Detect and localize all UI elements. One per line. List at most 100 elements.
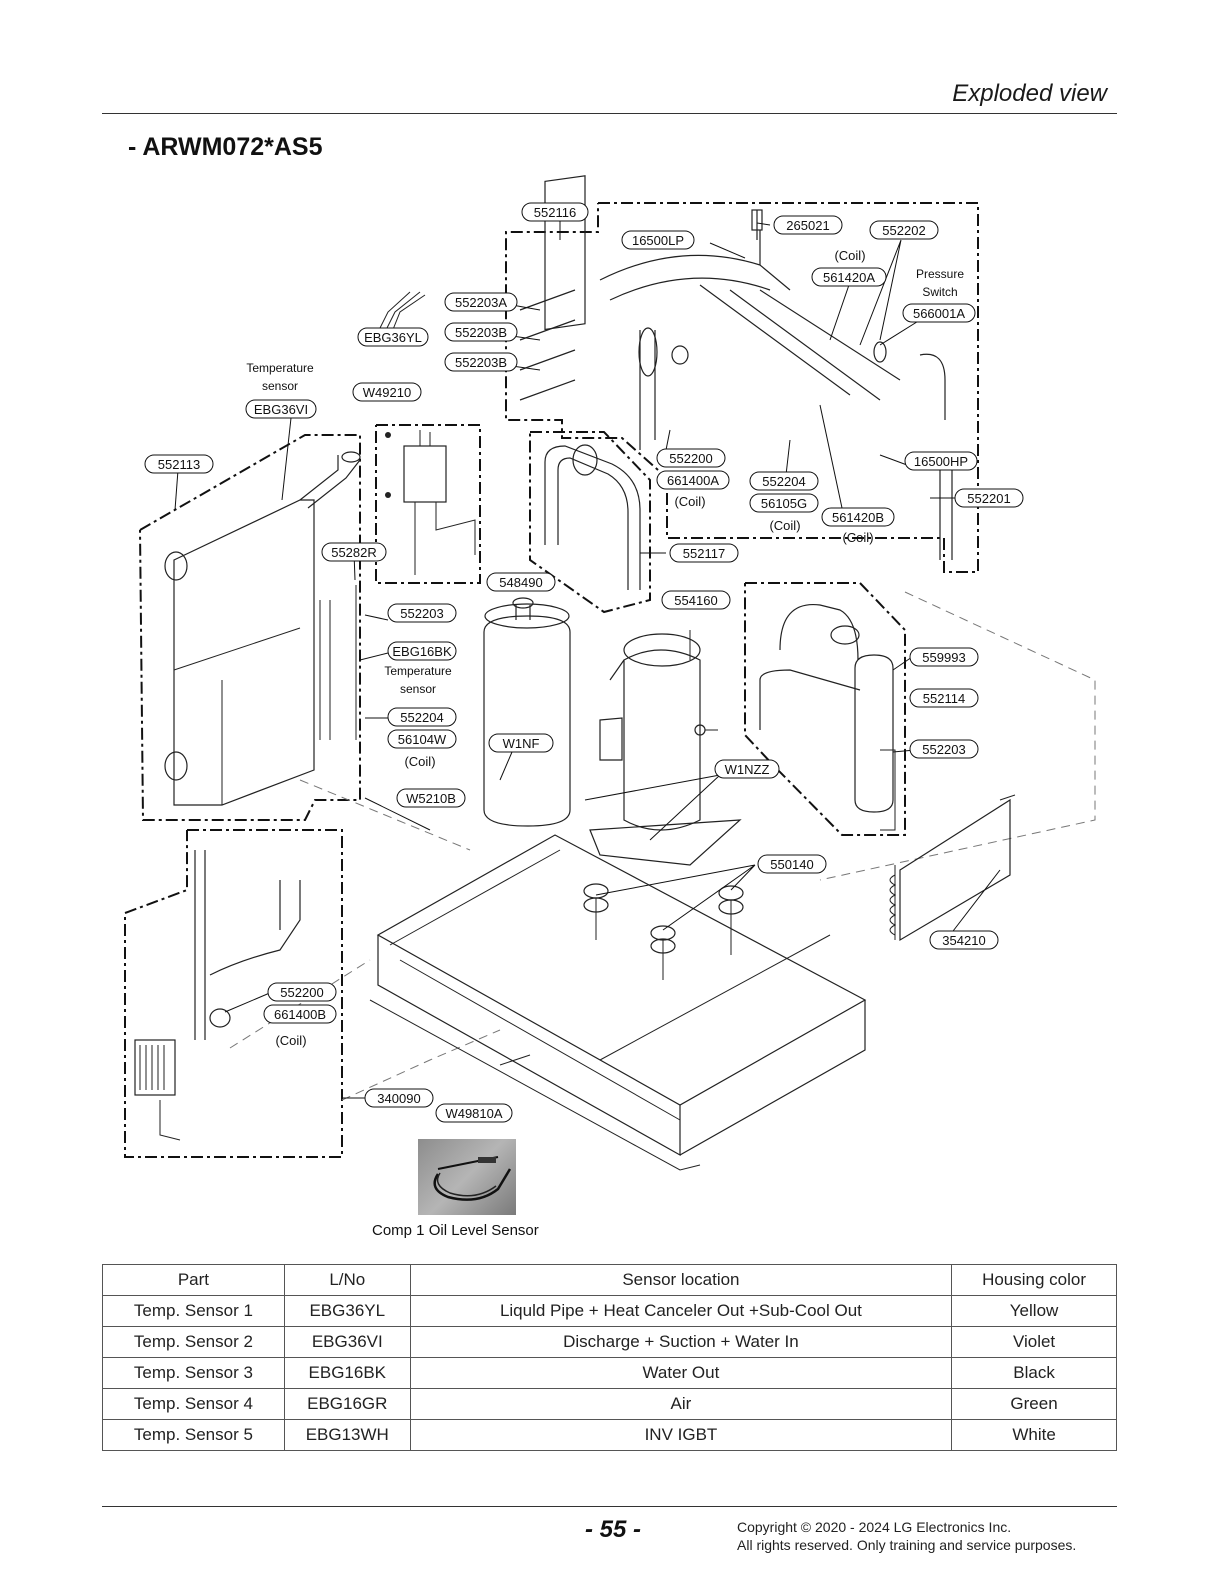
cell-location: Air xyxy=(409,1388,953,1420)
svg-text:56104W: 56104W xyxy=(398,732,447,747)
svg-text:16500HP: 16500HP xyxy=(914,454,968,469)
accumulator xyxy=(759,603,896,831)
svg-text:16500LP: 16500LP xyxy=(632,233,684,248)
svg-text:EBG36VI: EBG36VI xyxy=(254,402,308,417)
callout-EBG16BK: EBG16BK xyxy=(387,641,457,661)
svg-text:340090: 340090 xyxy=(377,1091,420,1106)
callout-265021: 265021 xyxy=(773,215,843,235)
group-outline-accumulator xyxy=(744,582,906,836)
section-title: Exploded view xyxy=(952,80,1107,107)
svg-text:552114: 552114 xyxy=(923,691,965,706)
svg-text:552203B: 552203B xyxy=(455,355,507,370)
svg-text:552203B: 552203B xyxy=(455,325,507,340)
svg-text:552113: 552113 xyxy=(158,457,200,472)
group-outline-plate-hx xyxy=(124,829,343,1158)
cell-location: Liquld Pipe + Heat Canceler Out +Sub-Coo… xyxy=(409,1295,953,1327)
svg-text:W1NF: W1NF xyxy=(503,736,540,751)
svg-text:550140: 550140 xyxy=(770,857,813,872)
svg-text:EBG36YL: EBG36YL xyxy=(364,330,422,345)
cell-part: Temp. Sensor 5 xyxy=(102,1419,285,1451)
copyright-line-2: All rights reserved. Only training and s… xyxy=(737,1537,1077,1553)
svg-text:561420B: 561420B xyxy=(832,510,884,525)
callout-W5210B: W5210B xyxy=(396,788,466,808)
svg-text:354210: 354210 xyxy=(942,933,985,948)
callout-561420B: 561420B xyxy=(821,507,895,527)
callout-552200-top: 552200 xyxy=(656,448,726,468)
callout-661400B: 661400B xyxy=(263,1004,337,1024)
callout-EBG36VI: EBG36VI xyxy=(245,399,317,419)
callout-56104W: 56104W xyxy=(387,729,457,749)
svg-text:56105G: 56105G xyxy=(761,496,807,511)
svg-text:559993: 559993 xyxy=(922,650,965,665)
cell-part: Temp. Sensor 3 xyxy=(102,1357,285,1389)
callout-548490: 548490 xyxy=(486,572,556,592)
table-row: Temp. Sensor 3 EBG16BK Water Out Black xyxy=(102,1357,1117,1389)
footer-rule xyxy=(102,1506,1117,1507)
plate-heat-exchanger xyxy=(164,451,361,806)
callout-55282R: 55282R xyxy=(321,542,387,562)
column-header-lno: L/No xyxy=(283,1264,411,1296)
svg-text:EBG16BK: EBG16BK xyxy=(392,644,452,659)
valve-assembly xyxy=(519,175,953,560)
cell-lno: EBG16GR xyxy=(283,1388,411,1420)
sensor-cable-image xyxy=(433,1156,512,1201)
suction-u-pipe xyxy=(544,444,641,590)
temp-sensor-label-4: sensor xyxy=(400,682,436,696)
cell-color: Black xyxy=(951,1357,1117,1389)
sensor-table: Part L/No Sensor location Housing color … xyxy=(102,1264,1117,1451)
cell-part: Temp. Sensor 4 xyxy=(102,1388,285,1420)
exploded-view-diagram: 552116 265021 552202 16500LP (Coil) 5614… xyxy=(124,175,1096,1171)
column-header-sensor-location: Sensor location xyxy=(409,1264,953,1296)
svg-text:W1NZZ: W1NZZ xyxy=(725,762,770,777)
temp-sensor-label-3: Temperature xyxy=(384,664,452,678)
svg-text:554160: 554160 xyxy=(674,593,717,608)
svg-text:552202: 552202 xyxy=(882,223,925,238)
copyright-line-1: Copyright © 2020 - 2024 LG Electronics I… xyxy=(737,1519,1012,1535)
callout-552203-left: 552203 xyxy=(387,603,457,623)
cell-location: INV IGBT xyxy=(409,1419,953,1451)
group-outline-suction-pipe xyxy=(529,431,651,614)
callout-552204-left: 552204 xyxy=(387,707,457,727)
callout-56105G: 56105G xyxy=(749,493,819,513)
callout-W49210: W49210 xyxy=(352,382,422,402)
cell-color: White xyxy=(951,1419,1117,1451)
temp-sensor-label-2: sensor xyxy=(262,379,298,393)
group-outline-heat-exchanger xyxy=(139,434,361,821)
copyright: Copyright © 2020 - 2024 LG Electronics I… xyxy=(737,1518,1076,1554)
cell-color: Green xyxy=(951,1388,1117,1420)
table-row: Temp. Sensor 1 EBG36YL Liquld Pipe + Hea… xyxy=(102,1295,1117,1327)
leader-lines xyxy=(174,217,1001,1099)
callout-16500HP: 16500HP xyxy=(904,451,978,471)
header-rule xyxy=(102,113,1117,114)
callout-552203B-2: 552203B xyxy=(444,352,518,372)
svg-text:55282R: 55282R xyxy=(331,545,377,560)
temp-sensor-label-1: Temperature xyxy=(246,361,314,375)
callout-W1NF: W1NF xyxy=(488,733,554,753)
cell-part: Temp. Sensor 1 xyxy=(102,1295,285,1327)
cell-lno: EBG36YL xyxy=(283,1295,411,1327)
sensor-box xyxy=(385,430,476,575)
callout-552203B-1: 552203B xyxy=(444,322,518,342)
coil-label-e: (Coil) xyxy=(404,754,435,769)
callout-554160: 554160 xyxy=(661,590,731,610)
callout-340090: 340090 xyxy=(364,1088,434,1108)
svg-text:661400A: 661400A xyxy=(667,473,719,488)
callout-552114: 552114 xyxy=(909,688,979,708)
pressure-switch-label-2: Switch xyxy=(922,285,957,299)
photo-caption: Comp 1 Oil Level Sensor xyxy=(372,1222,539,1239)
svg-text:566001A: 566001A xyxy=(913,306,965,321)
svg-text:548490: 548490 xyxy=(499,575,542,590)
svg-text:552200: 552200 xyxy=(669,451,712,466)
callout-552200-bottom: 552200 xyxy=(267,982,337,1002)
table-row: Temp. Sensor 2 EBG36VI Discharge + Sucti… xyxy=(102,1326,1117,1358)
cell-location: Water Out xyxy=(409,1357,953,1389)
svg-text:552117: 552117 xyxy=(683,546,725,561)
cell-color: Yellow xyxy=(951,1295,1117,1327)
condenser-coil xyxy=(889,794,1016,942)
svg-text:552203A: 552203A xyxy=(455,295,507,310)
mounts xyxy=(583,883,744,980)
callout-552204-top: 552204 xyxy=(749,471,819,491)
svg-text:552204: 552204 xyxy=(400,710,443,725)
coil-label-a: (Coil) xyxy=(834,248,865,263)
cell-lno: EBG13WH xyxy=(283,1419,411,1451)
